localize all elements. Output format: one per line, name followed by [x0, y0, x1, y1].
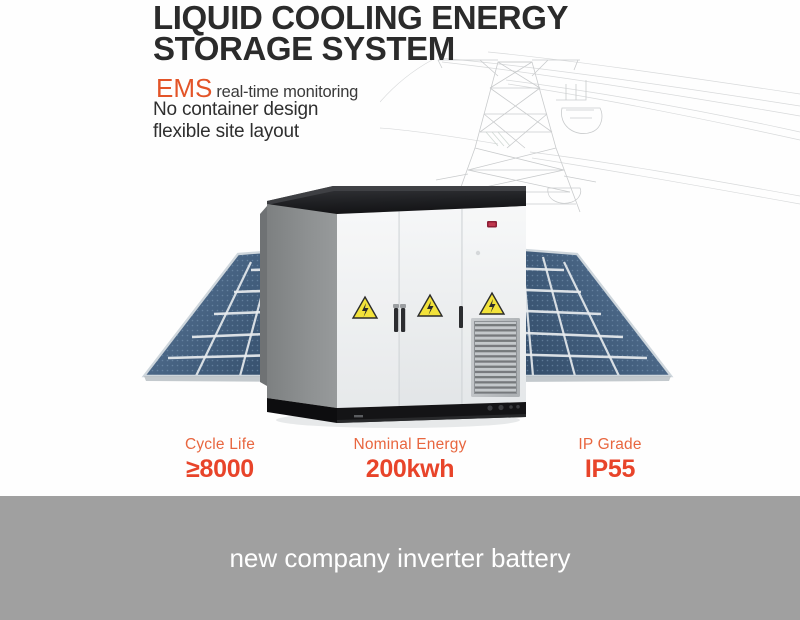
door-handle-right [459, 306, 463, 328]
spec-label: Nominal Energy [353, 436, 467, 453]
spec-label: IP Grade [578, 436, 642, 453]
feature-line-2: flexible site layout [153, 121, 299, 143]
caption-bar: new company inverter battery [0, 496, 800, 620]
spec-value: ≥8000 [186, 455, 254, 484]
ems-subtitle: real-time monitoring [216, 83, 359, 101]
hazard-label-3 [478, 291, 506, 315]
door-handle-pair [393, 304, 406, 332]
solar-panel-array-right [497, 248, 674, 382]
status-dot [475, 250, 481, 256]
hero-image: LIQUID COOLING ENERGY STORAGE SYSTEM EMS… [0, 0, 800, 496]
spec-value: 200kwh [365, 455, 455, 484]
spec-ip-grade: IP Grade IP55 [510, 436, 710, 484]
energy-storage-cabinet [260, 186, 526, 428]
spec-nominal-energy: Nominal Energy 200kwh [310, 436, 510, 484]
ems-label: EMS [156, 73, 213, 103]
feature-lines: No container design flexible site layout [153, 99, 318, 143]
hazard-label-1 [351, 295, 379, 319]
transmission-tower-icon [380, 51, 800, 213]
hazard-label-2 [416, 293, 444, 317]
indicator-light [487, 221, 497, 228]
ventilation-grille [471, 318, 520, 397]
feature-line-1: No container design [153, 99, 319, 120]
headline-line-1: LIQUID COOLING ENERGY [153, 0, 569, 36]
spec-label: Cycle Life [184, 436, 256, 453]
spec-cycle-life: Cycle Life ≥8000 [130, 436, 310, 484]
poster-headline: LIQUID COOLING ENERGY STORAGE SYSTEM [153, 0, 623, 68]
spec-row: Cycle Life ≥8000 Nominal Energy 200kwh I… [0, 436, 800, 496]
headline-line-2: STORAGE SYSTEM [153, 30, 455, 68]
caption-text: new company inverter battery [229, 542, 571, 573]
spec-value: IP55 [584, 455, 636, 484]
